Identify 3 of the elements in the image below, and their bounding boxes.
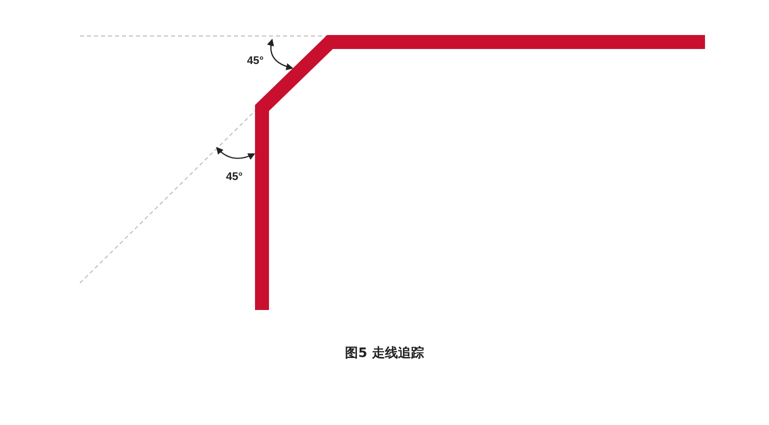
caption: 图5 走线追踪 <box>344 344 425 362</box>
angle-label: 45° <box>226 171 243 183</box>
angle-label: 45° <box>247 55 264 67</box>
